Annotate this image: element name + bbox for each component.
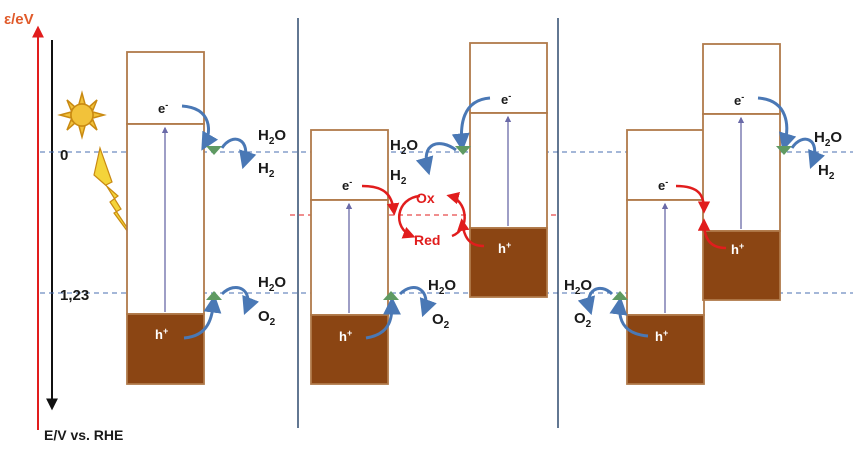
cb-level-triangle-3 bbox=[776, 146, 792, 155]
o2-evolution-arrow-2 bbox=[398, 286, 437, 318]
zero-level-label: 0 bbox=[60, 147, 68, 164]
ox-label: Ox bbox=[416, 190, 435, 206]
left-hole-transfer-arrow bbox=[365, 296, 401, 340]
h2o-reactant-top-2: H2O bbox=[390, 137, 418, 157]
o2-product-2: O2 bbox=[432, 311, 450, 331]
right-hole-recombination-arrow bbox=[697, 218, 727, 250]
h2o-reactant-bottom-3: H2O bbox=[564, 277, 592, 297]
panel-direct-z-scheme: e- h+ e- h+ H2O H2 H2O O2 bbox=[564, 43, 842, 385]
right-conduction-band-box-3 bbox=[702, 43, 781, 115]
right-conduction-band-box bbox=[469, 42, 548, 114]
hole-transfer-arrow-3 bbox=[609, 296, 649, 338]
left-vb-level-triangle bbox=[383, 291, 399, 300]
h2-product-3: H2 bbox=[818, 162, 835, 182]
o2-evolution-arrow-3 bbox=[577, 287, 614, 316]
h2o-reactant-top: H2O bbox=[258, 127, 286, 147]
conduction-band-box bbox=[126, 51, 205, 125]
h2o-reactant-top-3: H2O bbox=[814, 129, 842, 149]
left-valence-band-box-3 bbox=[626, 314, 705, 385]
right-hole-to-red-arrow bbox=[457, 218, 485, 248]
right-electron-label: e- bbox=[501, 91, 511, 107]
left-valence-band-box bbox=[310, 314, 389, 385]
panel-z-scheme-redox-mediator: e- h+ e- h+ H2O H2 Ox Red H2O O2 bbox=[310, 42, 548, 385]
right-hole-label-3: h+ bbox=[731, 241, 744, 257]
o2-evolution-arrow bbox=[220, 286, 260, 316]
h2-evolution-arrow bbox=[220, 137, 257, 170]
left-electron-to-ox-arrow bbox=[361, 184, 400, 216]
right-electron-transfer-arrow bbox=[451, 96, 491, 152]
hole-transfer-arrow bbox=[183, 294, 222, 340]
panel-single-semiconductor: e- h+ H2O H2 H2O O2 bbox=[126, 51, 286, 385]
potential-axis-label: E/V vs. RHE bbox=[44, 427, 123, 443]
h2o-reactant-bottom: H2O bbox=[258, 274, 286, 294]
electron-transfer-arrow bbox=[181, 104, 219, 151]
vb-level-triangle-3 bbox=[612, 291, 628, 300]
electron-transfer-arrow-3 bbox=[757, 96, 797, 152]
red-to-ox-arrow bbox=[446, 192, 466, 238]
cb-level-triangle bbox=[206, 146, 222, 155]
electron-label: e- bbox=[158, 100, 168, 116]
left-conduction-band-box bbox=[310, 129, 389, 201]
o2-product-3: O2 bbox=[574, 310, 592, 330]
red-label: Red bbox=[414, 232, 440, 248]
energy-axis-label: ε/eV bbox=[4, 11, 34, 28]
o2-product: O2 bbox=[258, 308, 276, 328]
right-valence-band-box-3 bbox=[702, 230, 781, 301]
h2-product: H2 bbox=[258, 160, 275, 180]
hole-label: h+ bbox=[155, 326, 168, 342]
h2-product-2: H2 bbox=[390, 167, 407, 187]
valence-band-box bbox=[126, 313, 205, 385]
energy-axis: ε/eV bbox=[4, 11, 44, 430]
potential-axis: E/V vs. RHE bbox=[44, 40, 123, 443]
vb-level-triangle bbox=[206, 291, 222, 300]
right-electron-label-3: e- bbox=[734, 92, 744, 108]
left-electron-label: e- bbox=[342, 177, 352, 193]
left-hole-label-3: h+ bbox=[655, 328, 668, 344]
h2-evolution-arrow-3 bbox=[790, 137, 825, 170]
sun-icon bbox=[57, 90, 107, 140]
left-hole-label: h+ bbox=[339, 328, 352, 344]
h2o-reactant-bottom-2: H2O bbox=[428, 277, 456, 297]
right-hole-label: h+ bbox=[498, 240, 511, 256]
right-valence-band-box bbox=[469, 227, 548, 298]
ox-to-red-arrow bbox=[397, 194, 421, 239]
h2-evolution-arrow-2 bbox=[415, 142, 457, 176]
oer-level-label: 1,23 bbox=[60, 287, 89, 304]
left-electron-recombination-arrow bbox=[675, 184, 711, 214]
right-cb-level-triangle bbox=[455, 146, 471, 155]
left-electron-label-3: e- bbox=[658, 177, 668, 193]
